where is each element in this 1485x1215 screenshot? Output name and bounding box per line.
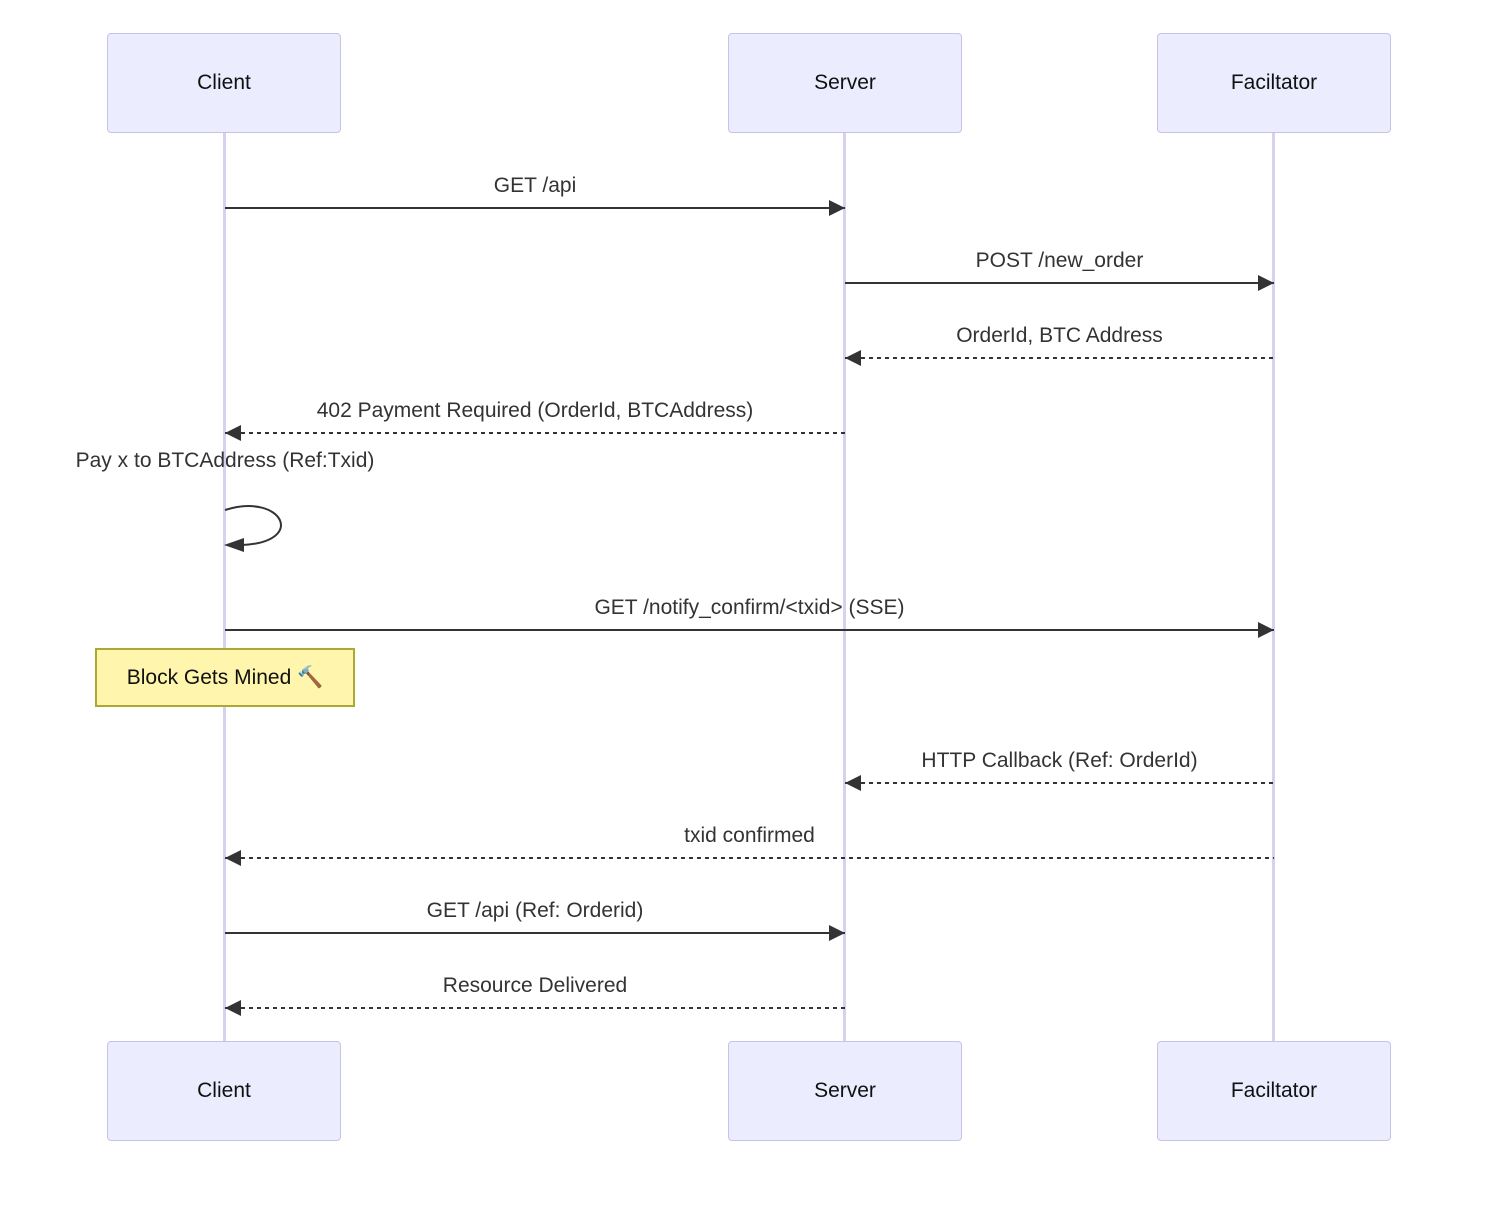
note-block-gets-mined: Block Gets Mined 🔨 xyxy=(95,648,355,707)
actor-label-faciltator: Faciltator xyxy=(1230,1079,1318,1102)
arrowhead-left-icon xyxy=(845,775,861,791)
message-line xyxy=(225,432,845,434)
actor-box-server-bottom: Server xyxy=(728,1041,962,1141)
self-loop-arrow xyxy=(224,505,282,552)
arrowhead-left-icon xyxy=(225,425,241,441)
arrowhead-right-icon xyxy=(1258,275,1274,291)
actor-label-client: Client xyxy=(197,71,251,94)
lifeline-client xyxy=(223,133,226,1041)
actor-box-faciltator-top: Faciltator xyxy=(1157,33,1391,133)
actor-box-client-bottom: Client xyxy=(107,1041,341,1141)
actor-box-faciltator-bottom: Faciltator xyxy=(1157,1041,1391,1141)
arrowhead-right-icon xyxy=(829,200,845,216)
message-label: OrderId, BTC Address xyxy=(956,324,1163,347)
arrowhead-left-icon xyxy=(225,850,241,866)
actor-box-server-top: Server xyxy=(728,33,962,133)
message-label: 402 Payment Required (OrderId, BTCAddres… xyxy=(316,399,754,422)
arrowhead-left-icon xyxy=(845,350,861,366)
message-line xyxy=(225,857,1274,859)
actor-label-server: Server xyxy=(814,71,876,94)
lifeline-server xyxy=(843,133,846,1041)
message-label: GET /api xyxy=(493,174,577,197)
arrowhead-left-icon xyxy=(225,1000,241,1016)
message-label: Resource Delivered xyxy=(442,974,628,997)
actor-label-client: Client xyxy=(197,1079,251,1102)
message-label: GET /api (Ref: Orderid) xyxy=(426,899,644,922)
actor-label-faciltator: Faciltator xyxy=(1230,71,1318,94)
message-line xyxy=(225,932,845,934)
message-line xyxy=(225,629,1274,631)
message-label: POST /new_order xyxy=(975,249,1144,272)
message-line xyxy=(225,207,845,209)
message-line xyxy=(845,357,1274,359)
message-line xyxy=(845,282,1274,284)
message-label: HTTP Callback (Ref: OrderId) xyxy=(921,749,1198,772)
message-line xyxy=(845,782,1274,784)
lifeline-faciltator xyxy=(1272,133,1275,1041)
actor-box-client-top: Client xyxy=(107,33,341,133)
note-label: Block Gets Mined 🔨 xyxy=(126,665,324,689)
message-line xyxy=(225,1007,845,1009)
message-label: GET /notify_confirm/<txid> (SSE) xyxy=(594,596,905,619)
arrowhead-right-icon xyxy=(829,925,845,941)
message-label: txid confirmed xyxy=(684,824,815,847)
actor-label-server: Server xyxy=(814,1079,876,1102)
message-label: Pay x to BTCAddress (Ref:Txid) xyxy=(75,449,375,472)
arrowhead-right-icon xyxy=(1258,622,1274,638)
